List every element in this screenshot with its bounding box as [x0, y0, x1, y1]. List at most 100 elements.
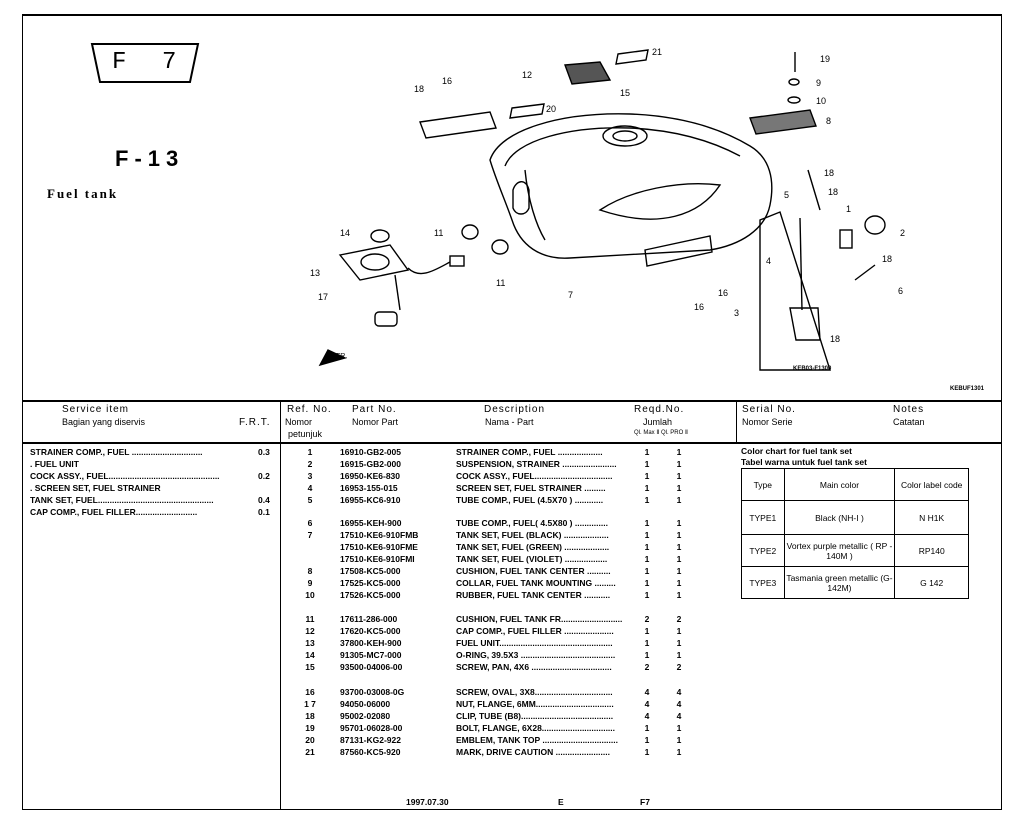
- exploded-diagram: 21 12 15 16 18 20 19 9 10 8 18 5 18 1 2 …: [310, 47, 905, 371]
- badge-letter: F: [112, 49, 127, 76]
- callout-20: 20: [546, 104, 556, 114]
- parts-row-q1: 1: [644, 530, 650, 540]
- top-border: [22, 14, 1002, 16]
- parts-row-ref: 14: [305, 650, 315, 660]
- parts-row-q1: 4: [644, 711, 650, 721]
- parts-row-desc: O-RING, 39.5X3 .........................…: [456, 650, 616, 660]
- parts-row-desc: MARK, DRIVE CAUTION ....................…: [456, 747, 610, 757]
- service-item: . SCREEN SET, FUEL STRAINER: [30, 483, 161, 493]
- parts-row-ref: 5: [307, 495, 313, 505]
- parts-row-q1: 1: [644, 542, 650, 552]
- parts-row-desc: TUBE COMP., FUEL (4.5X70 ) ............: [456, 495, 604, 505]
- parts-row-part: 17526-KC5-000: [340, 590, 401, 600]
- parts-row-ref: 9: [307, 578, 313, 588]
- footer-lang: E: [558, 797, 564, 807]
- parts-row-q2: 1: [676, 483, 682, 493]
- parts-row-part: 17620-KC5-000: [340, 626, 401, 636]
- parts-row-q2: 4: [676, 687, 682, 697]
- color-chart-header: Type: [741, 468, 785, 501]
- section-title: Fuel tank: [47, 186, 119, 201]
- parts-row-part: 16910-GB2-005: [340, 447, 401, 457]
- callout-13: 13: [310, 268, 320, 278]
- parts-row-ref: 1: [307, 447, 313, 457]
- callout-7: 7: [568, 290, 573, 300]
- service-frt: 0.1: [258, 507, 270, 517]
- service-frt: 0.2: [258, 471, 270, 481]
- service-item: STRAINER COMP., FUEL ...................…: [30, 447, 203, 457]
- parts-row-q2: 4: [676, 699, 682, 709]
- header-notes-id: Catatan: [893, 417, 925, 427]
- callout-2: 2: [900, 228, 905, 238]
- parts-row-q1: 1: [644, 590, 650, 600]
- parts-row-desc: RUBBER, FUEL TANK CENTER ...........: [456, 590, 611, 600]
- parts-row-q2: 1: [676, 590, 682, 600]
- header-description-id: Nama - Part: [485, 417, 534, 427]
- parts-row-part: 16915-GB2-000: [340, 459, 401, 469]
- callout-18e: 18: [830, 334, 840, 344]
- parts-row-part: 87560-KC5-920: [340, 747, 401, 757]
- parts-row-q2: 1: [676, 530, 682, 540]
- header-part-no-id: Nomor Part: [352, 417, 399, 427]
- header-serial-no-id: Nomor Serie: [742, 417, 793, 427]
- parts-row-part: 16950-KE6-830: [340, 471, 401, 481]
- table-divider: [280, 400, 281, 810]
- parts-row-desc: TANK SET, FUEL (GREEN) .................…: [456, 542, 610, 552]
- callout-10: 10: [816, 96, 826, 106]
- parts-row-desc: EMBLEM, TANK TOP .......................…: [456, 735, 618, 745]
- parts-row-q1: 1: [644, 483, 650, 493]
- parts-row-desc: TUBE COMP., FUEL( 4.5X80 ) .............…: [456, 518, 608, 528]
- parts-row-q2: 1: [676, 578, 682, 588]
- parts-row-q2: 1: [676, 447, 682, 457]
- parts-row-ref: 21: [305, 747, 315, 757]
- parts-row-q1: 1: [644, 495, 650, 505]
- header-part-no: Part No.: [352, 404, 397, 415]
- fuel-cap-shape: [564, 61, 612, 85]
- parts-row-desc: FUEL UNIT...............................…: [456, 638, 613, 648]
- parts-row-q2: 1: [676, 459, 682, 469]
- parts-row-q2: 1: [676, 747, 682, 757]
- parts-row-desc: SUSPENSION, STRAINER ...................…: [456, 459, 617, 469]
- header-service-item: Service item: [62, 404, 130, 415]
- header-ref-no-id2: petunjuk: [288, 429, 323, 439]
- parts-row-ref: 20: [305, 735, 315, 745]
- header-notes: Notes: [893, 404, 925, 415]
- color-chart-code: N H1K: [894, 500, 969, 535]
- parts-row-ref: 16: [305, 687, 315, 697]
- parts-row-q2: 2: [676, 662, 682, 672]
- service-item: CAP COMP., FUEL FILLER..................…: [30, 507, 198, 517]
- parts-row-q2: 1: [676, 542, 682, 552]
- fuel-unit-shape: [338, 244, 410, 281]
- parts-row-q2: 1: [676, 554, 682, 564]
- parts-row-q2: 1: [676, 650, 682, 660]
- parts-row-ref: 3: [307, 471, 313, 481]
- table-top-rule: [22, 400, 1002, 402]
- fuel-tank-shape: [489, 113, 773, 259]
- parts-row-q1: 2: [644, 662, 650, 672]
- callout-18d: 18: [882, 254, 892, 264]
- parts-row-part: 17510-KE6-910FME: [340, 542, 418, 552]
- parts-row-desc: CUSHION, FUEL TANK CENTER ..........: [456, 566, 611, 576]
- parts-row-q1: 1: [644, 638, 650, 648]
- parts-row-part: 17508-KC5-000: [340, 566, 401, 576]
- section-number: F-13: [115, 146, 185, 171]
- parts-row-desc: SCREW, PAN, 4X6 ........................…: [456, 662, 612, 672]
- parts-row-desc: TANK SET, FUEL (VIOLET) ................…: [456, 554, 608, 564]
- parts-row-desc: SCREW, OVAL, 3X8........................…: [456, 687, 613, 697]
- parts-row-part: 17611-286-000: [340, 614, 398, 624]
- parts-row-q2: 1: [676, 495, 682, 505]
- color-chart-color: Tasmania green metallic (G-142M): [783, 566, 896, 599]
- parts-row-q1: 1: [644, 723, 650, 733]
- color-chart-code: RP140: [894, 534, 969, 567]
- color-chart-code: G 142: [894, 566, 969, 599]
- parts-row-ref: 19: [305, 723, 315, 733]
- parts-row-ref: 13: [305, 638, 315, 648]
- parts-row-q2: 1: [676, 626, 682, 636]
- parts-row-q2: 1: [676, 471, 682, 481]
- parts-row-desc: CAP COMP., FUEL FILLER .................…: [456, 626, 614, 636]
- badge-number: 7: [162, 49, 177, 76]
- callout-5: 5: [784, 190, 789, 200]
- parts-row-part: 95701-06028-00: [340, 723, 403, 733]
- parts-row-ref: 15: [305, 662, 315, 672]
- parts-row-part: 17510-KE6-910FMI: [340, 554, 415, 564]
- parts-row-q2: 1: [676, 723, 682, 733]
